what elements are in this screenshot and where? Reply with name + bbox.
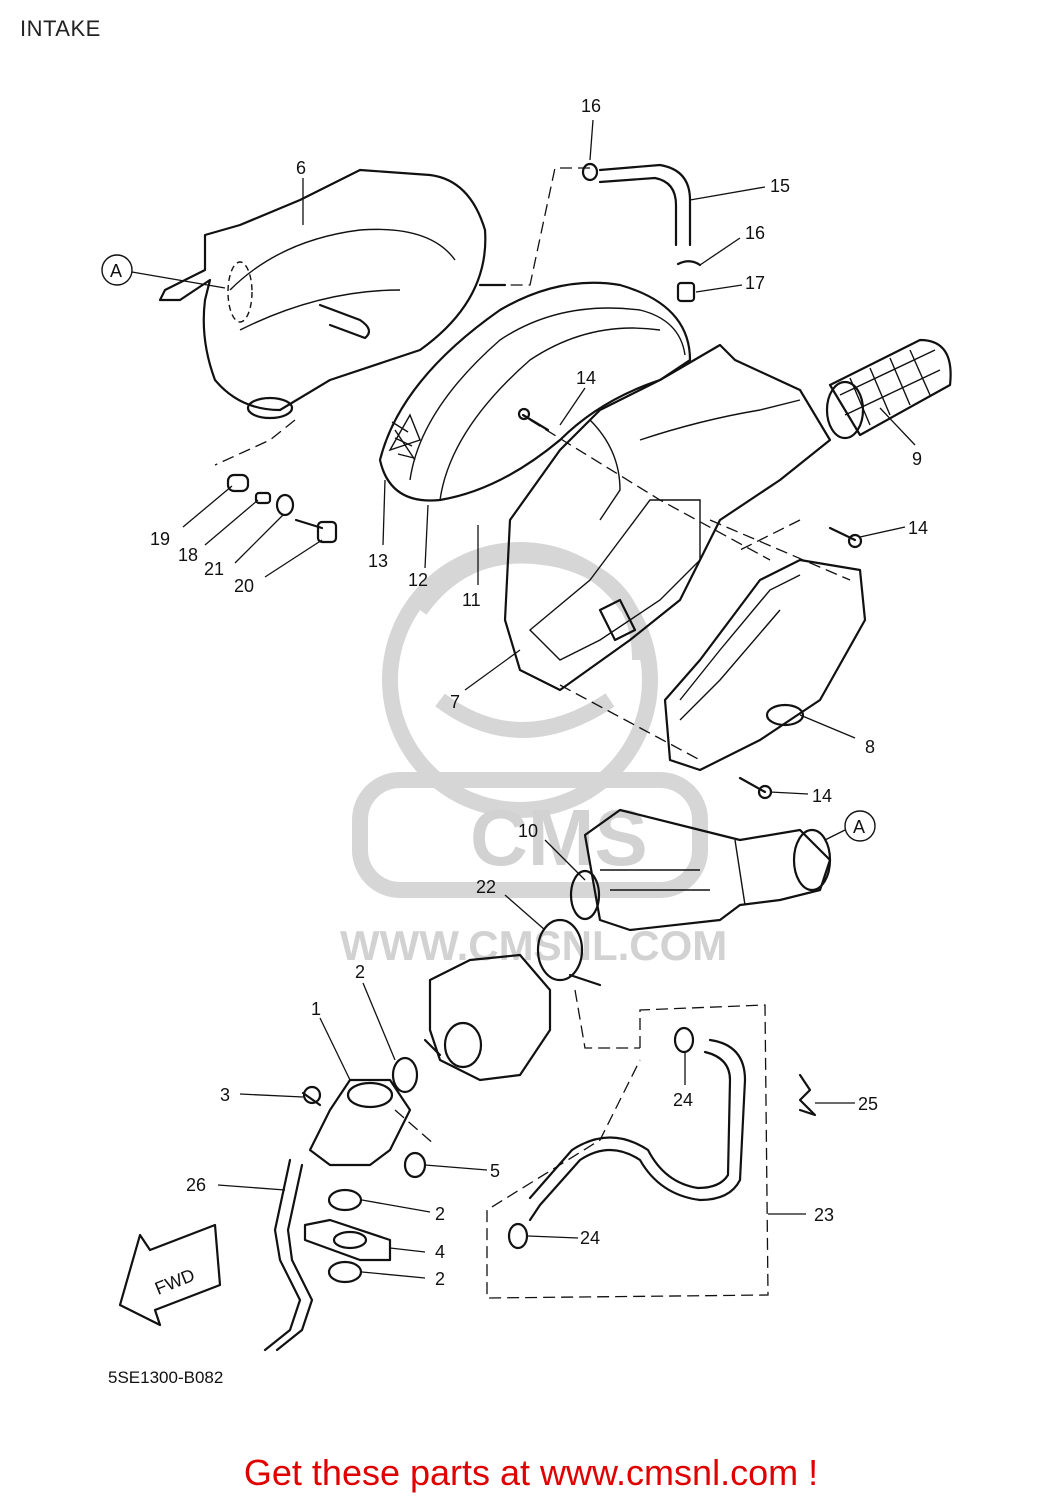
callout-25: 25 <box>858 1094 878 1114</box>
callout-4: 4 <box>435 1242 445 1262</box>
reference-a-label-2: A <box>853 817 865 837</box>
callout-16-top: 16 <box>581 96 601 116</box>
callout-16-mid: 16 <box>745 223 765 243</box>
callout-26: 26 <box>186 1175 206 1195</box>
watermark-logo: CMS WWW.CMSNL.COM <box>340 542 727 969</box>
diagram-code: 5SE1300-B082 <box>108 1368 224 1387</box>
callout-19: 19 <box>150 529 170 549</box>
callout-7: 7 <box>450 692 460 712</box>
callout-8: 8 <box>865 737 875 757</box>
leader-lines <box>182 119 916 1279</box>
callout-numbers: 6 16 15 16 17 14 9 14 19 18 21 20 13 12 … <box>150 96 928 1289</box>
page-title: INTAKE <box>20 16 101 41</box>
callout-24-lower: 24 <box>580 1228 600 1248</box>
part-9-filter-screen <box>825 338 952 440</box>
callout-18: 18 <box>178 545 198 565</box>
callout-13: 13 <box>368 551 388 571</box>
callout-2-lower: 2 <box>435 1269 445 1289</box>
callout-17: 17 <box>745 273 765 293</box>
part-26-hose <box>263 1158 314 1352</box>
reference-a-label-1: A <box>110 261 122 281</box>
callout-6: 6 <box>296 158 306 178</box>
callout-14-right: 14 <box>908 518 928 538</box>
callout-3: 3 <box>220 1085 230 1105</box>
callout-14-top: 14 <box>576 368 596 388</box>
callout-5: 5 <box>490 1161 500 1181</box>
construction-lines <box>214 167 851 1299</box>
callout-10: 10 <box>518 821 538 841</box>
callout-21: 21 <box>204 559 224 579</box>
callout-9: 9 <box>912 449 922 469</box>
part-1-manifold <box>301 1078 427 1179</box>
watermark-cms-text: CMS <box>470 793 648 882</box>
part-8-case-cap <box>663 558 867 772</box>
callout-12: 12 <box>408 570 428 590</box>
part-23-breather-hose <box>507 1026 747 1250</box>
part-15-hose <box>581 162 702 303</box>
part-11-12-13-element <box>378 281 692 502</box>
callout-2-middle: 2 <box>435 1204 445 1224</box>
part-25-clip <box>798 1073 817 1117</box>
callout-2-upper: 2 <box>355 962 365 982</box>
callout-15: 15 <box>770 176 790 196</box>
part-14-screws <box>517 407 863 800</box>
carburetor <box>423 953 552 1082</box>
part-2-4-seals <box>303 1056 419 1284</box>
callout-24-upper: 24 <box>673 1090 693 1110</box>
callout-11: 11 <box>462 590 481 610</box>
callout-20: 20 <box>234 576 254 596</box>
callout-22: 22 <box>476 877 496 897</box>
fwd-arrow-icon: FWD <box>118 1223 222 1327</box>
callout-1: 1 <box>311 999 321 1019</box>
footer-promo-link[interactable]: Get these parts at www.cmsnl.com ! <box>243 1452 819 1493</box>
part-6-case-cover <box>158 168 507 420</box>
callout-23: 23 <box>814 1205 834 1225</box>
reference-a-markers: A A <box>101 254 876 842</box>
fwd-label: FWD <box>152 1265 197 1299</box>
part-10-intake-duct <box>569 808 832 932</box>
part-7-cleaner-case <box>503 343 832 692</box>
part-22-clamp <box>536 918 602 987</box>
watermark-url-text: WWW.CMSNL.COM <box>340 922 727 969</box>
callout-14-bottom: 14 <box>812 786 832 806</box>
part-18-21-fasteners <box>226 473 338 544</box>
